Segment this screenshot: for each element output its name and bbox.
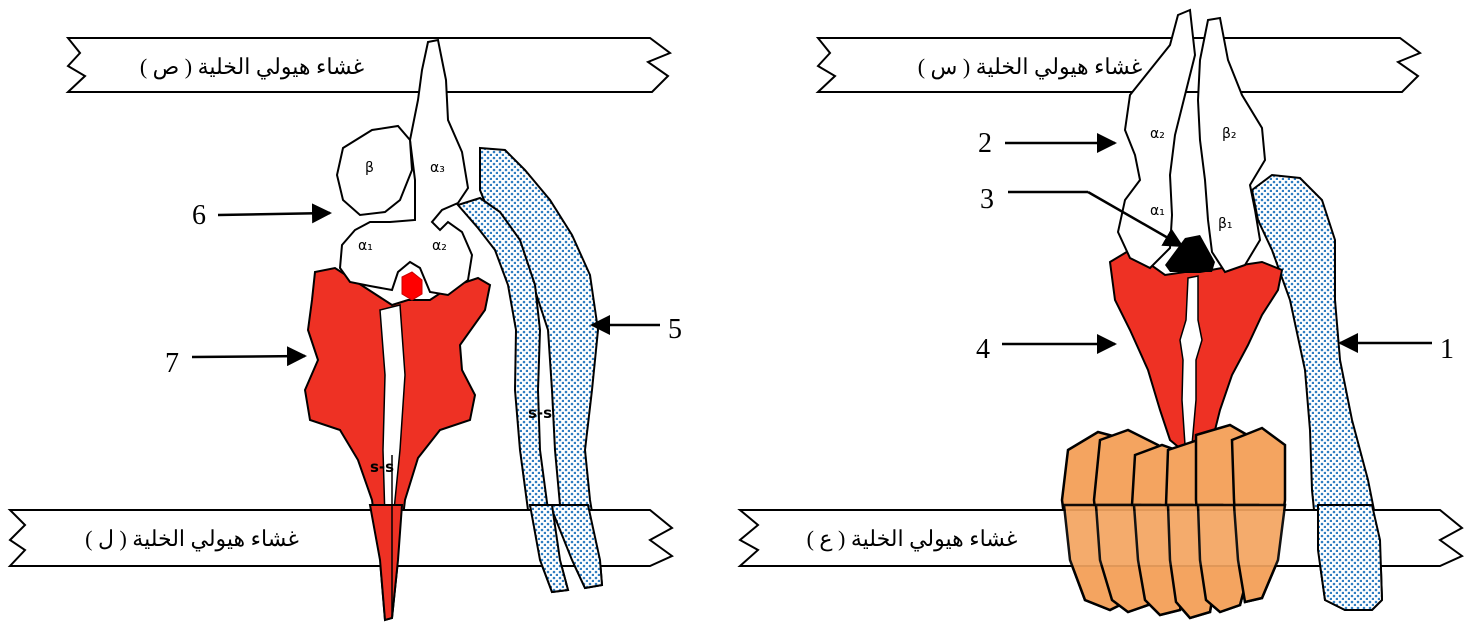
callout-2: 2 (978, 128, 1115, 159)
callout-1: 1 (1340, 334, 1454, 365)
callout-2-number: 2 (978, 128, 992, 159)
arrow-7 (192, 356, 305, 357)
label-alpha2: α₂ (432, 238, 447, 254)
label-right-beta2: β₂ (1222, 126, 1237, 142)
callout-4: 4 (976, 334, 1115, 365)
membrane-label-top-left: غشاء هيولي الخلية ( ص ) (140, 54, 364, 80)
label-alpha3: α₃ (430, 160, 445, 176)
label-alpha1: α₁ (358, 238, 373, 254)
callout-4-number: 4 (976, 334, 990, 365)
subunit-beta-left (337, 126, 412, 215)
membrane-label-top-right: غشاء هيولي الخلية ( س ) (918, 54, 1143, 80)
membrane-label-bottom-right: غشاء هيولي الخلية ( ع ) (807, 526, 1018, 552)
callout-5-number: 5 (668, 314, 682, 345)
label-beta: β (365, 160, 374, 176)
bond-label-red: s-s (370, 458, 394, 476)
label-right-alpha1: α₁ (1150, 203, 1165, 219)
callout-7-number: 7 (165, 348, 179, 379)
bond-label-blue: s-s (528, 404, 552, 422)
callout-6-number: 6 (192, 200, 206, 231)
callout-1-number: 1 (1440, 334, 1454, 365)
callout-5: 5 (592, 314, 682, 345)
arrow-6 (218, 213, 330, 215)
callout-6: 6 (192, 200, 330, 231)
orange-units-front (1064, 505, 1285, 618)
callout-3-number: 3 (980, 184, 994, 215)
membrane-label-bottom-left: غشاء هيولي الخلية ( ل ) (85, 526, 299, 552)
label-right-alpha2: α₂ (1150, 126, 1165, 142)
red-ligand (402, 272, 422, 300)
red-chain-4 (1110, 250, 1282, 450)
callout-7: 7 (165, 348, 305, 379)
label-right-beta1: β₁ (1218, 216, 1233, 232)
